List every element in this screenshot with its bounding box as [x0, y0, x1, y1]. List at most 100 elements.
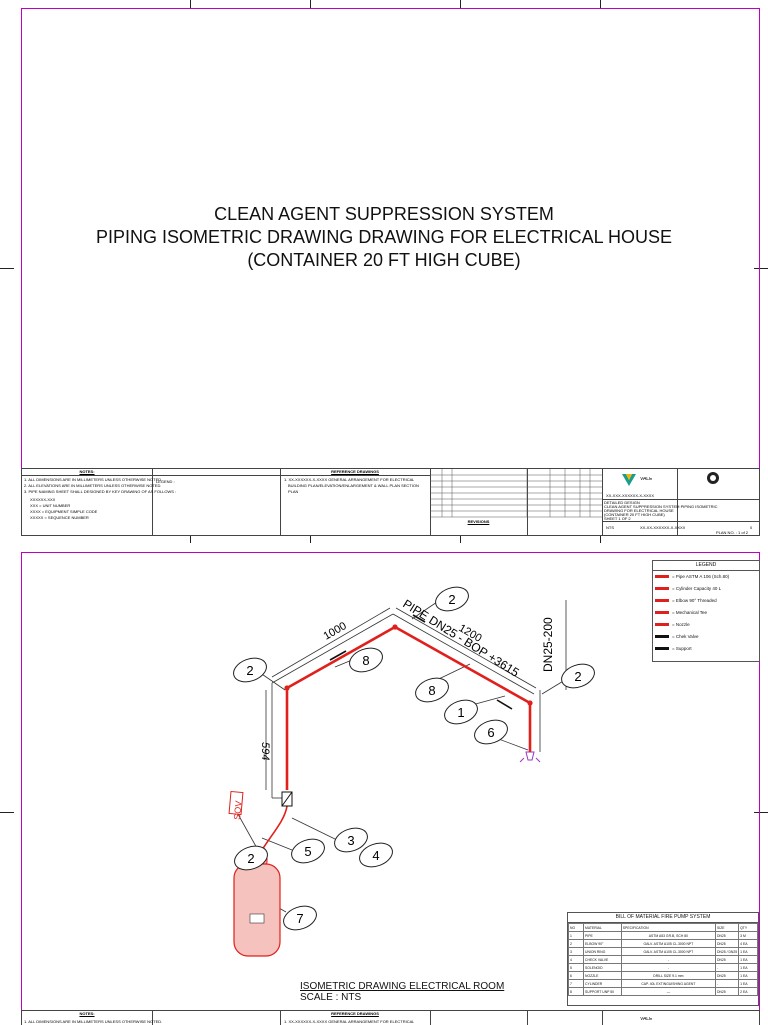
- reference-1: 1. XX-XXXXXX-X-XXXX GENERAL ARRANGEMENT …: [284, 477, 415, 482]
- bom-cell: 7: [567, 979, 585, 988]
- title-line-3: (CONTAINER 20 FT HIGH CUBE): [247, 250, 521, 270]
- bom-cell: -: [620, 955, 716, 964]
- bom-cell: 1 EA: [738, 947, 758, 956]
- pipe-label: PIPE DN25 - BOP +3615: [400, 597, 521, 680]
- bom-cell: DN25 / DN25: [714, 947, 740, 956]
- leader-line: [261, 837, 293, 851]
- bom-cell: -: [714, 979, 740, 988]
- item-balloon: 6: [474, 719, 508, 745]
- construction-line: [392, 613, 535, 695]
- bom-cell: 2 EA: [738, 987, 758, 996]
- bom-cell: DN25: [714, 955, 740, 964]
- legend-item: = Mechanical Tee: [655, 610, 707, 616]
- legend-item-label: = Support: [672, 646, 692, 651]
- sheet-cover: CLEAN AGENT SUPPRESSION SYSTEM PIPING IS…: [0, 0, 768, 543]
- bom-cell: 6: [567, 971, 585, 980]
- title-block-strip-2: NOTES: 1. ALL DIMENSIONS ARE IN MILLIMET…: [21, 1010, 760, 1025]
- note-3: 3. PIPE NAMING SHEET SHALL DESIGNED BY K…: [24, 489, 177, 494]
- bom-cell: -: [620, 963, 716, 972]
- caption-scale: SCALE : NTS: [300, 992, 362, 1003]
- balloon-number: 1: [457, 705, 464, 720]
- item-balloon: 3: [334, 827, 368, 853]
- support-marker: [496, 699, 513, 710]
- item-balloon: 4: [359, 842, 393, 868]
- drawing-number: XX-XXX-XXXXXX-X-XXXX: [606, 493, 655, 498]
- dimension-1000: 1000: [322, 620, 349, 643]
- balloon-number: 4: [372, 848, 379, 863]
- frame-tick: [460, 0, 461, 8]
- title-line-1: CLEAN AGENT SUPPRESSION SYSTEM: [214, 204, 554, 224]
- balloon-number: 2: [574, 669, 581, 684]
- frame-tick: [754, 268, 768, 269]
- leader-line: [334, 659, 353, 668]
- bom-title: BILL OF MATERIAL FIRE PUMP SYSTEM: [568, 913, 758, 923]
- bom-cell: PIPE: [583, 931, 622, 940]
- elbow-fitting: [284, 685, 290, 691]
- item-balloon: 5: [291, 838, 325, 864]
- legend-item: = Cylinder Capacity 40 L: [655, 586, 721, 592]
- bom-cell: 1 EA: [738, 979, 758, 988]
- item-balloon: 8: [349, 647, 383, 673]
- reference-3: PLAN: [288, 489, 299, 494]
- dimension-line-1000: [271, 607, 391, 678]
- bom-cell: DN25: [714, 971, 740, 980]
- dimension-line-1200: [395, 607, 537, 689]
- frame-tick: [460, 535, 461, 543]
- company-name-2: VALE: [640, 1017, 653, 1022]
- note-4: XXXXXX-XXX: [30, 497, 56, 502]
- item-balloon: 8: [415, 677, 449, 703]
- item-balloon: 2: [233, 657, 267, 683]
- frame-tick: [0, 812, 14, 813]
- bom-cell: CYLINDER: [583, 979, 622, 988]
- bom-cell: 5: [567, 963, 585, 972]
- legend-item: = Pipe ASTM A 106 (Sch.80): [655, 574, 729, 580]
- sov-tag: [228, 790, 244, 816]
- elbow-icon: [655, 599, 669, 603]
- nozzle-icon: [655, 623, 669, 627]
- balloon-number: 3: [347, 833, 354, 848]
- bom-cell: 1 EA: [738, 955, 758, 964]
- revision-header: REVISIONS: [467, 519, 490, 524]
- revision-grid: [430, 469, 602, 518]
- bom-cell: 8: [567, 987, 585, 996]
- bom-cell: 4: [567, 955, 585, 964]
- caption-title: ISOMETRIC DRAWING ELECTRICAL ROOM: [300, 981, 505, 992]
- drawing-title: CLEAN AGENT SUPPRESSION SYSTEM PIPING IS…: [22, 203, 746, 272]
- bom-cell: SUPPORT UNP 50: [583, 987, 622, 996]
- legend-item-label: = Pipe ASTM A 106 (Sch.80): [672, 574, 730, 579]
- leader-line: [541, 679, 566, 695]
- balloon-number: 8: [362, 653, 369, 668]
- frame-tick: [0, 268, 14, 269]
- company-logo: [622, 473, 636, 491]
- vale-logo-icon: [622, 474, 636, 486]
- construction-line: [271, 613, 394, 684]
- legend-item: = Elbow 90° Threaded: [655, 598, 717, 604]
- legend-item: = Nozzle: [655, 622, 690, 628]
- frame-tick: [310, 535, 311, 543]
- project-line-4: (CONTAINER 20 FT HIGH CUBE): [604, 512, 665, 517]
- check-valve-icon: [655, 635, 669, 639]
- bom-cell: 2: [567, 939, 585, 948]
- balloon-number: 2: [247, 851, 254, 866]
- bom-cell: 3 M: [738, 931, 758, 940]
- note-2: 2. ALL ELEVATIONS ARE IN MILLIMETERS UNL…: [24, 483, 162, 488]
- frame-tick: [600, 535, 601, 543]
- bom-cell: ELBOW 90°: [583, 939, 622, 948]
- company-name: VALE: [640, 477, 653, 482]
- bom-cell: DN25: [714, 939, 740, 948]
- balloon-number: 6: [487, 725, 494, 740]
- legend-item-label: = Nozzle: [672, 622, 690, 627]
- legend-item: = Chek Valve: [655, 634, 699, 640]
- sov-label: SOV: [232, 800, 244, 820]
- legend-title: LEGEND: [653, 561, 759, 571]
- bom-cell: 1 EA: [738, 963, 758, 972]
- client-seal-icon: [707, 472, 719, 484]
- bom-cell: 1 EA: [738, 971, 758, 980]
- item-balloon: 2: [234, 845, 268, 871]
- bom-header-cell: SIZE: [714, 923, 740, 932]
- balloon-number: 2: [448, 592, 455, 607]
- item-balloon: 7: [283, 905, 317, 931]
- tee-icon: [655, 611, 669, 615]
